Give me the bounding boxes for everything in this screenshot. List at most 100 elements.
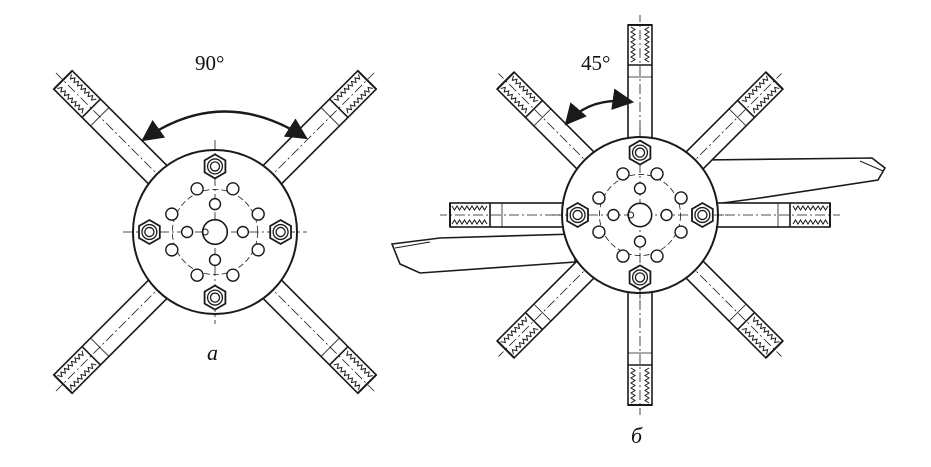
rotor-b-blade-4-ring <box>728 303 747 322</box>
rotor-b-blade-8-tip-joint <box>524 99 543 118</box>
rotor-b-bolt-hole <box>650 249 664 263</box>
rotor-a-inner-hole <box>180 225 194 239</box>
rotor-b-holes <box>552 127 728 303</box>
rotor-a-holes <box>123 140 307 324</box>
rotor-a-blade-4-teeth <box>69 74 97 101</box>
rotor-b-blade-5-teeth-2 <box>644 367 650 404</box>
rotor-b-nut-top <box>628 139 652 166</box>
rotor-a-blade-2-teeth <box>333 363 361 390</box>
rotor-b-blade-7-teeth <box>451 205 488 211</box>
rotor-b-bolt-hole <box>674 191 688 205</box>
rotor-b-left-side-blade <box>390 233 576 274</box>
rotor-b-blade-2-teeth-2 <box>741 75 769 103</box>
rotor-a-bolt-hole <box>251 207 265 221</box>
rotor-a-blade-1-teeth-2 <box>333 74 361 101</box>
rotor-b-nut-bottom-core <box>634 272 646 283</box>
rotor-b-pitch-circle <box>599 174 681 256</box>
rotor-b-nut-left <box>566 201 589 229</box>
rotor-a-nut-top-core <box>209 161 221 172</box>
rotor-a-bolt-hole <box>165 207 179 221</box>
rotor-b-blade-6-teeth <box>500 316 528 344</box>
rotor-b-bolt-hole <box>592 191 606 205</box>
rotor-a-blade-3-teeth-2 <box>69 363 97 390</box>
rotor-a <box>52 69 378 395</box>
rotor-b-blade-8-ring <box>533 108 552 127</box>
rotor-b-blade-6-end <box>496 340 515 359</box>
rotor-b-blade-1-teeth <box>644 26 650 63</box>
rotor-b-blade-7-teeth-2 <box>451 219 488 225</box>
rotor-a-bolt-hole <box>251 243 265 257</box>
rotor-b-nut-top-ring <box>631 144 649 161</box>
rotor-b-inner-hole <box>660 208 673 222</box>
rotor-a-nut-top <box>203 153 227 180</box>
rotor-b-right-side-blade <box>699 157 887 207</box>
rotor-b-nut-bottom <box>628 264 652 291</box>
rotor-b-blade-3-teeth-2 <box>792 205 829 211</box>
rotor-a-blade-3-teeth <box>57 350 84 378</box>
rotor-b-bolt-hole <box>650 167 664 181</box>
rotor-a-blade-4-end <box>53 70 73 90</box>
rotor-b-right-side-blade-edge <box>859 160 884 172</box>
rotor-a-blade-3-tip-joint <box>81 345 102 366</box>
rotor-b-blade-3-teeth <box>792 219 829 225</box>
rotor-a-blade-4-teeth-2 <box>57 86 84 114</box>
rotor-b-key <box>627 211 635 219</box>
rotor-a-blade-4-tip-joint <box>81 98 102 119</box>
rotor-a-blade-2 <box>247 264 378 395</box>
caption-a: а <box>207 340 218 365</box>
rotor-a-blades <box>52 69 378 395</box>
rotor-a-blade-1-teeth <box>346 86 373 114</box>
rotor-a-blade-4-ring <box>90 107 110 127</box>
rotor-b-inner-hole <box>607 208 620 222</box>
rotor-a-blade-1-ring <box>320 107 340 127</box>
angle-label-a: 90° <box>195 51 225 75</box>
rotor-a-blade-1-axis <box>252 72 375 195</box>
rotor-b-inner-hole <box>633 182 647 195</box>
rotor-b-nut-left-ring <box>569 206 586 224</box>
rotor-a-bolt-hole <box>165 243 179 257</box>
rotor-a-bolt-hole <box>190 268 204 282</box>
rotor-b <box>390 15 887 415</box>
rotor-a-blade-3-ring <box>90 337 110 357</box>
rotor-b-blade-2-tip-joint <box>737 99 756 118</box>
rotor-b-bolt-hole <box>616 167 630 181</box>
rotor-a-blade-2-tip-joint <box>328 345 349 366</box>
rotor-a-blade-2-teeth-2 <box>346 350 373 378</box>
rotor-b-blade-2-end <box>765 71 784 90</box>
rotor-b-blade-4-teeth <box>741 327 769 355</box>
rotor-b-blade-8-end <box>496 71 515 90</box>
rotor-b-bolt-hole <box>674 225 688 239</box>
rotor-b-center-bore <box>627 202 653 228</box>
rotor-a-blade-3-end <box>53 374 73 394</box>
rotor-b-blade-8-teeth-2 <box>500 86 528 114</box>
rotor-b-blade-4-teeth-2 <box>752 316 780 344</box>
rotor-b-blade-6-teeth-2 <box>511 327 539 355</box>
rotor-b-left-side-blade-edge <box>394 241 431 249</box>
rotor-b-blade-4-end <box>765 340 784 359</box>
rotor-b-blade-2-ring <box>728 108 747 127</box>
rotor-b-bolt-hole <box>592 225 606 239</box>
rotor-a-key <box>201 228 209 236</box>
rotor-a-blade-1-end <box>357 70 377 90</box>
rotor-a-nut-bottom <box>203 284 227 311</box>
rotor-a-nut-right <box>269 218 292 246</box>
rotor-a-angle-arc <box>141 110 308 142</box>
rotor-a-blade-2-ring <box>320 337 340 357</box>
rotor-b-blade-2-teeth <box>752 86 780 114</box>
rotor-a-blade-1-tip-joint <box>328 98 349 119</box>
rotor-b-blade-4-tip-joint <box>737 312 756 331</box>
rotor-b-blade-1-teeth-2 <box>630 26 636 63</box>
rotor-a-bolt-hole <box>190 182 204 196</box>
rotor-a-nut-right-ring <box>272 223 289 241</box>
rotor-b-nut-right <box>691 201 714 229</box>
rotor-b-blade-6-ring <box>533 303 552 322</box>
rotor-b-nut-right-ring <box>694 206 711 224</box>
rotor-b-angle-arc <box>564 88 635 126</box>
rotor-b-blade-6-tip-joint <box>524 312 543 331</box>
rotor-b-nut-top-core <box>634 147 646 158</box>
rotor-b-nut-bottom-ring <box>631 269 649 286</box>
rotor-a-nut-left <box>138 218 161 246</box>
rotor-b-blade-8-teeth <box>511 75 539 103</box>
rotor-a-inner-hole <box>236 225 250 239</box>
rotor-b-blade-5-teeth <box>630 367 636 404</box>
